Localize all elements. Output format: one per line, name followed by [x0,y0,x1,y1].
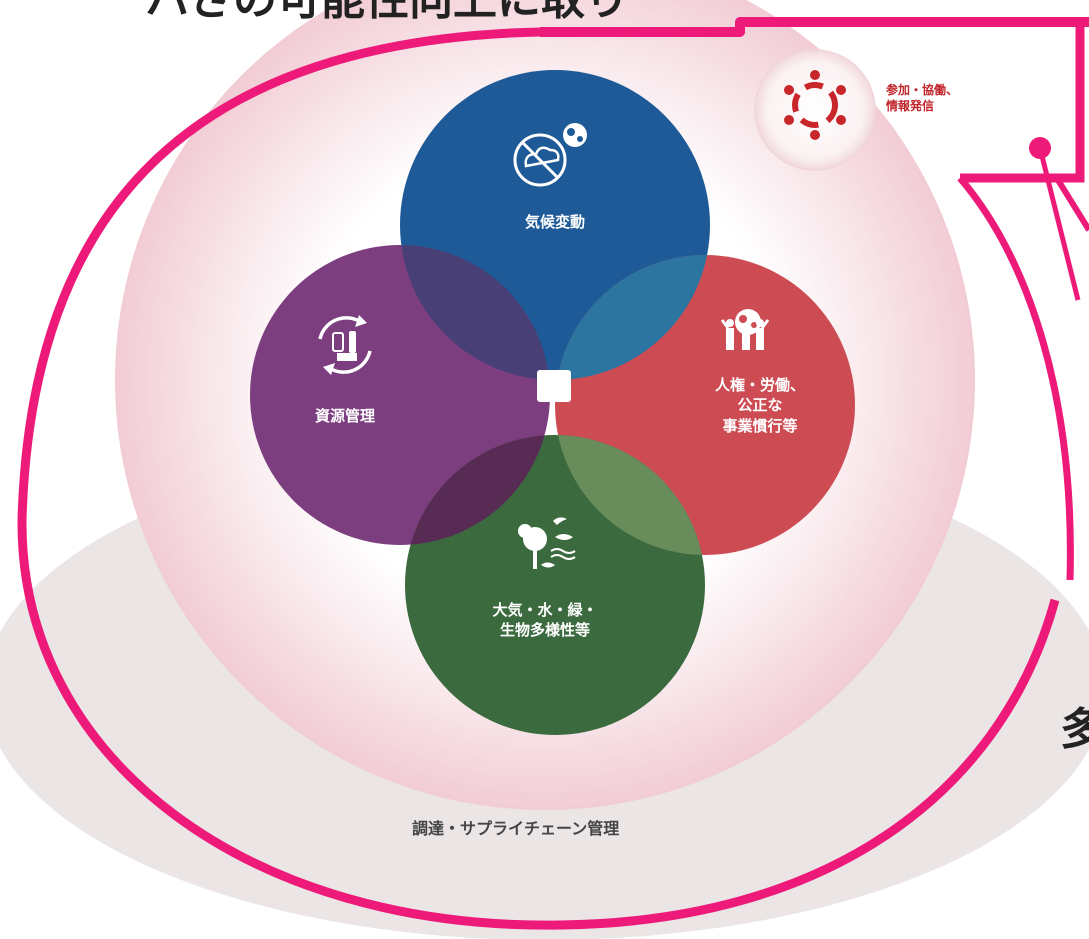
climate-label: 気候変動 [524,213,585,231]
right-edge-text: 多 [1060,704,1089,755]
supply-chain-label: 調達・サプライチェーン管理 [412,819,620,838]
highlight-right-arc [957,175,1074,581]
biodiversity-label: 大気・水・緑・ 生物多様性等 [492,601,598,640]
nature-icon [518,517,576,569]
overlap-human-rights-biodiversity [555,435,705,555]
callout-pointer-line-2 [1055,178,1089,232]
overlap-climate-human-rights [555,255,710,380]
human-rights-label: 人権・労働、 公正な 事業慣行等 [714,376,805,435]
callout-top-line [540,17,1089,37]
co2-cloud-icon [513,123,587,187]
participation-label: 参加・協働、 情報発信 [886,83,959,114]
network-people-icon [784,70,846,140]
top-heading: ハさの可能性向上に取り [145,0,629,29]
center-white-square [537,370,571,402]
highlight-outline [17,27,1060,930]
overlap-climate-resources [400,245,550,380]
resources-label: 資源管理 [314,407,375,425]
people-globe-icon [720,309,770,350]
participation-badge [754,49,876,171]
overlap-resources-biodiversity [405,435,550,545]
recycle-icon [318,315,372,375]
callout-right-line [960,22,1085,183]
callout-pointer-dot [1029,137,1051,159]
callout-pointer-line [1037,147,1081,301]
